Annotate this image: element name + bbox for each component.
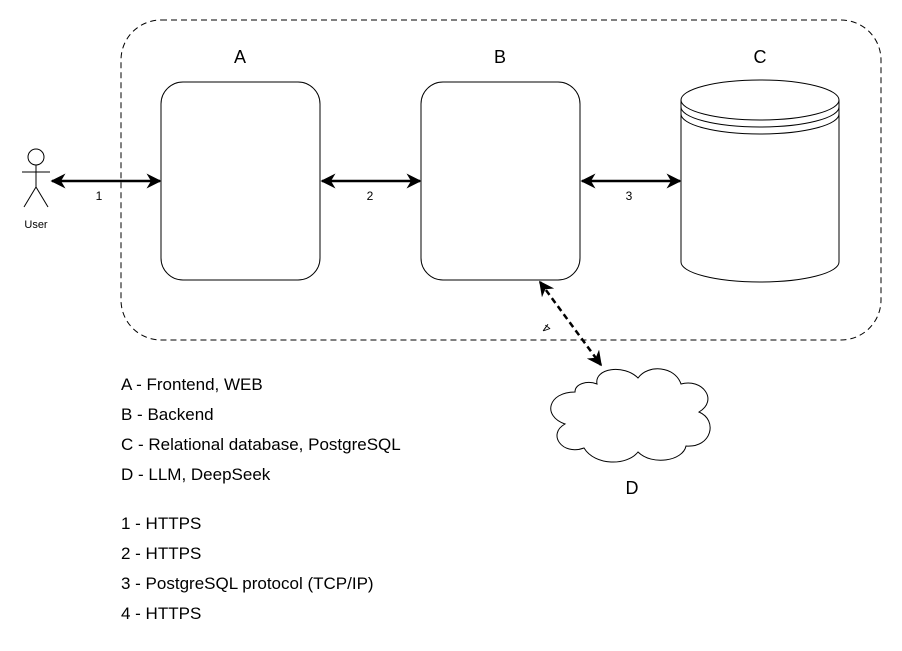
edge-1-label: 1 xyxy=(96,189,103,203)
node-a-frontend xyxy=(160,81,321,281)
node-c-database xyxy=(680,79,840,283)
user-label: User xyxy=(24,219,48,231)
edge-2-label: 2 xyxy=(367,189,374,203)
legend-connection-4: 4 - HTTPS xyxy=(121,604,202,623)
node-d-label: D xyxy=(626,478,639,498)
legend-component-d: D - LLM, DeepSeek xyxy=(121,465,271,484)
node-b-backend xyxy=(420,81,581,281)
node-a-label: A xyxy=(234,47,246,67)
legend-component-c: C - Relational database, PostgreSQL xyxy=(121,435,401,454)
legend-connection-3: 3 - PostgreSQL protocol (TCP/IP) xyxy=(121,574,374,593)
node-b-label: B xyxy=(494,47,506,67)
edge-4-arrow xyxy=(538,280,603,367)
legend-connection-1: 1 - HTTPS xyxy=(121,514,202,533)
legend-connection-2: 2 - HTTPS xyxy=(121,544,202,563)
legend-component-a: A - Frontend, WEB xyxy=(121,375,263,394)
user-actor-icon xyxy=(22,148,50,208)
system-boundary xyxy=(120,19,882,341)
node-d-cloud xyxy=(550,368,711,463)
edge-3-label: 3 xyxy=(626,189,633,203)
node-c-label: C xyxy=(754,47,767,67)
edge-4-label: 4 xyxy=(540,320,554,335)
legend-component-b: B - Backend xyxy=(121,405,214,424)
